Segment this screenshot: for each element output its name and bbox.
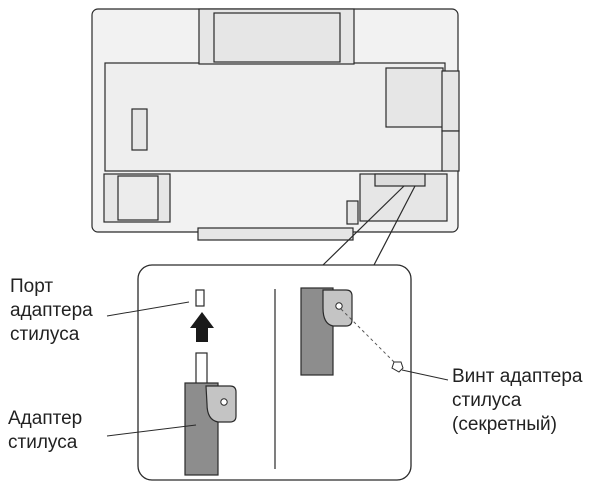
label-line: (секретный) <box>452 414 558 435</box>
lower-left-bracket-inner <box>117 175 159 221</box>
zoom-connector <box>322 185 416 266</box>
leader-port <box>106 301 190 317</box>
display-back-panel <box>91 8 460 241</box>
side-slot <box>131 108 148 151</box>
lower-right-tab <box>374 173 426 187</box>
label-stylus-adapter-port: Порт адаптера стилуса <box>10 275 93 347</box>
zoom-inset <box>137 264 412 481</box>
security-screw <box>391 361 404 373</box>
label-line: Адаптер <box>8 408 83 429</box>
adapter-screw-hole-left <box>220 398 228 406</box>
label-line: стилуса <box>10 324 80 345</box>
screw-guide-dashed <box>340 308 397 365</box>
label-stylus-adapter-screw: Винт адаптера стилуса (секретный) <box>452 365 582 437</box>
stylus-adapter-port <box>195 289 205 307</box>
insert-arrow <box>190 312 214 342</box>
bottom-notch <box>346 200 359 225</box>
label-line: стилуса <box>8 432 78 453</box>
bottom-stand <box>197 227 354 241</box>
right-rail-lower <box>441 130 460 172</box>
right-box <box>385 67 444 128</box>
label-line: Порт <box>10 276 54 297</box>
leader-screw <box>401 369 449 381</box>
top-handle-inner <box>213 12 341 63</box>
leader-adapter <box>106 424 197 437</box>
adapter-screw-hole-right <box>335 302 343 310</box>
adapter-plug <box>195 352 208 386</box>
right-rail-upper <box>441 70 460 132</box>
label-line: Винт адаптера <box>452 366 583 387</box>
label-line: адаптера <box>10 300 93 321</box>
label-stylus-adapter: Адаптер стилуса <box>8 407 82 455</box>
label-line: стилуса <box>452 390 522 411</box>
leader-lines <box>106 301 449 437</box>
